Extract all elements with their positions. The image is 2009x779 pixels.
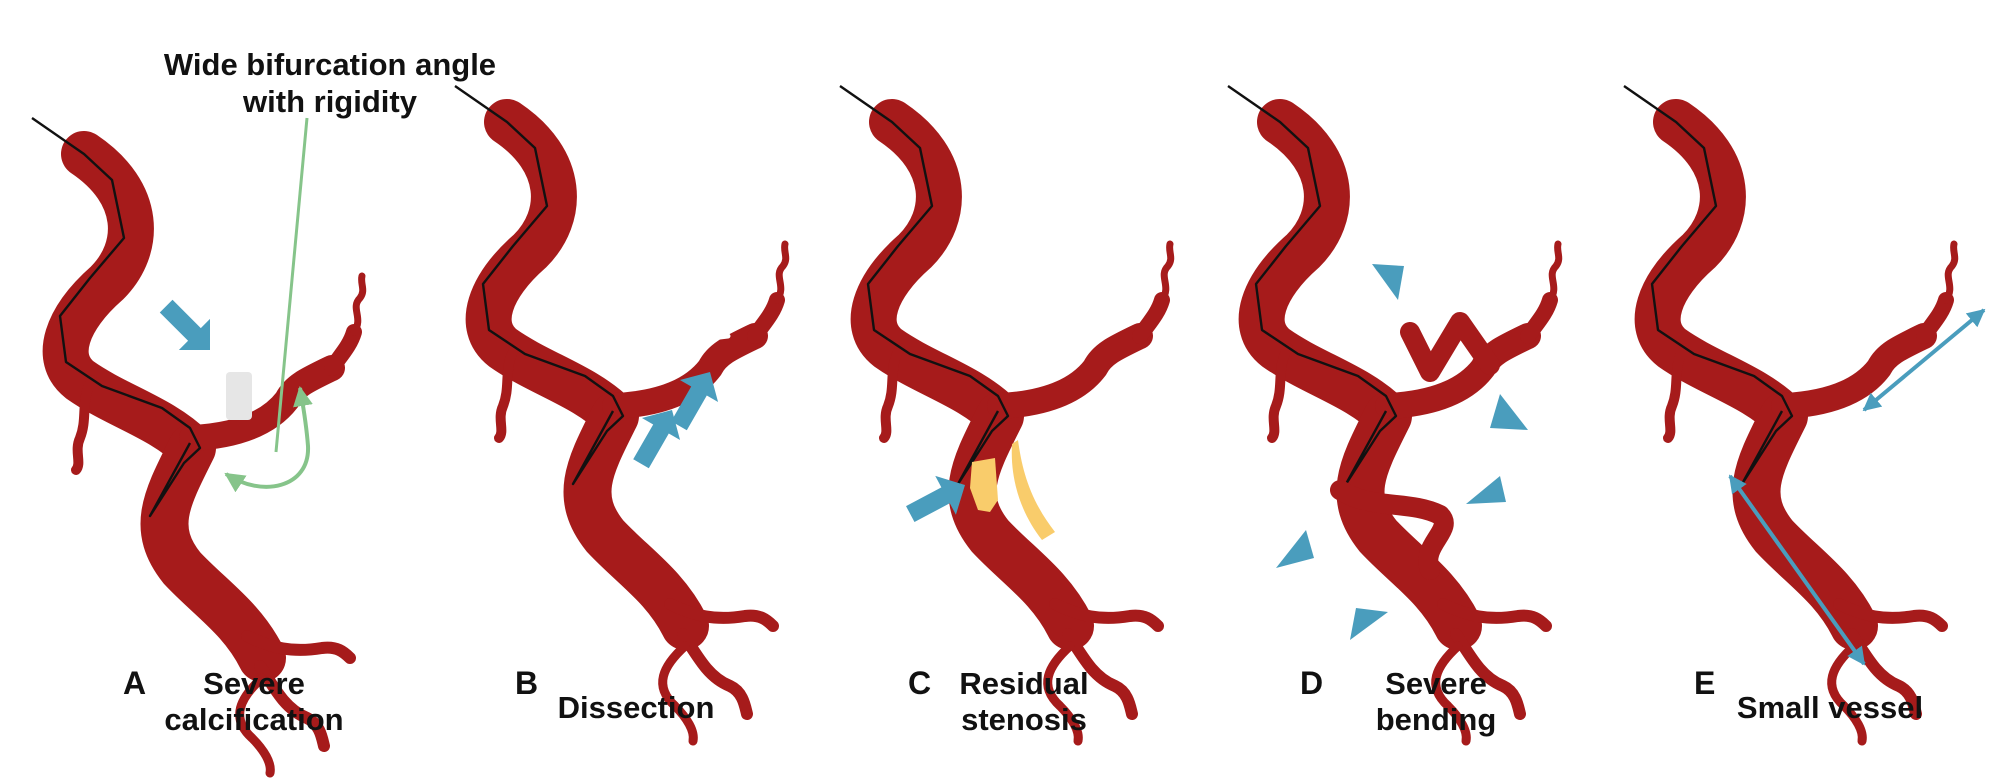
measurement-arrow-icon-upper xyxy=(1862,308,1986,412)
panel-a: Wide bifurcation angle with rigidity A S… xyxy=(32,47,496,773)
caption-a-line-1: Severe xyxy=(203,666,305,701)
caption-a-line-2: calcification xyxy=(164,702,343,737)
caption-d-line-1: Severe xyxy=(1385,666,1487,701)
blue-pointer-arrow-c xyxy=(906,475,965,523)
artery-c xyxy=(840,86,1171,741)
artery-tree-c xyxy=(840,86,1171,741)
caption-c-line-1: Residual xyxy=(959,666,1088,701)
panel-letter-c: C xyxy=(908,665,931,701)
artery-tree-b xyxy=(455,86,786,741)
caption-c-line-2: stenosis xyxy=(961,702,1087,737)
blue-pointer-arrow-a xyxy=(159,299,210,350)
panel-b: B Dissection xyxy=(455,86,786,741)
artery-b xyxy=(455,86,786,741)
panel-letter-b: B xyxy=(515,665,538,701)
panel-letter-a: A xyxy=(123,665,146,701)
curved-double-arrow-icon xyxy=(224,386,313,493)
arrowhead-icon-d4 xyxy=(1276,530,1314,568)
panel-e: E Small vessel xyxy=(1624,86,1986,741)
panel-c: C Residual stenosis xyxy=(840,86,1171,741)
artery-e xyxy=(1624,86,1955,741)
arrowhead-icon-d1 xyxy=(1372,264,1404,300)
caption-e-line-1: Small vessel xyxy=(1737,690,1923,725)
panel-letter-e: E xyxy=(1694,665,1715,701)
arrowhead-icon-d5 xyxy=(1350,608,1388,640)
bent-segment-upper xyxy=(1400,312,1500,382)
bent-segment-lower xyxy=(1330,480,1454,580)
panel-letter-d: D xyxy=(1300,665,1323,701)
panel-d: D Severe bending xyxy=(1228,86,1559,741)
annotation-line-2: with rigidity xyxy=(242,84,418,119)
arrowhead-icon-d2 xyxy=(1490,394,1528,430)
annotation-line-1: Wide bifurcation angle xyxy=(164,47,496,82)
blue-pointer-arrow-b2 xyxy=(671,372,719,431)
artery-a xyxy=(32,118,363,773)
calcification-deposit xyxy=(226,372,252,420)
artery-tree-e xyxy=(1624,86,1955,741)
arrowhead-icon-d3 xyxy=(1466,476,1506,504)
artery-tree-a xyxy=(32,118,363,773)
stenosis-plaque-right xyxy=(1011,440,1055,540)
dissection-flap xyxy=(653,333,731,375)
blue-pointer-arrow-b1 xyxy=(633,410,681,469)
stenosis-plaque-left xyxy=(970,458,998,512)
measurement-arrow-icon-lower xyxy=(1728,474,1866,666)
caption-d-line-2: bending xyxy=(1376,702,1497,737)
caption-b-line-1: Dissection xyxy=(558,690,715,725)
